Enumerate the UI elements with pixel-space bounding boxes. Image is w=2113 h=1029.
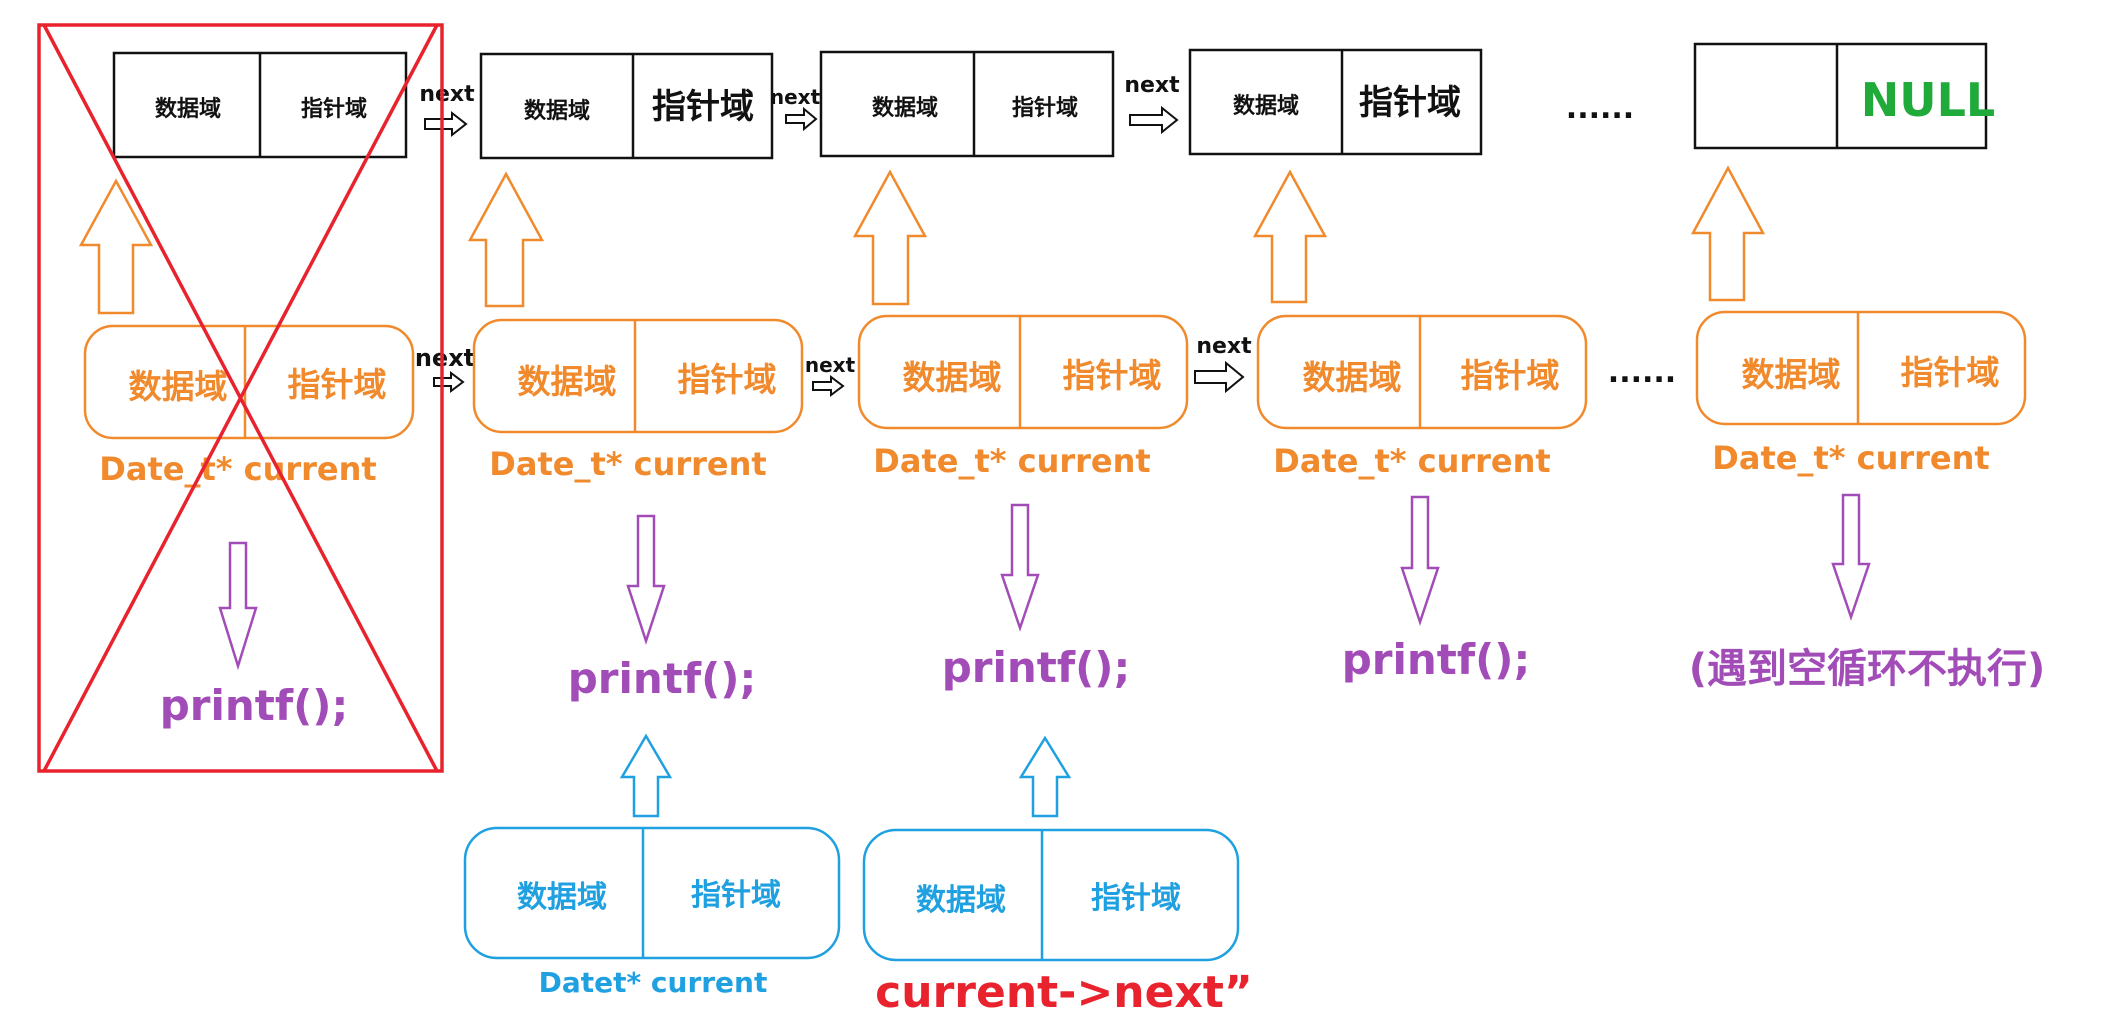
pointer-field-label: 指针域 xyxy=(678,360,777,399)
blue-up-arrows xyxy=(619,733,1072,818)
pointer-field-label: 指针域 xyxy=(1359,83,1461,123)
top-next-arrow-1: next xyxy=(419,82,475,138)
current-node-3: 数据域 指针域 xyxy=(857,314,1189,430)
hollow-up-arrow-icon xyxy=(1018,735,1072,818)
next-label: next xyxy=(770,85,821,109)
current-next-label: current->next” xyxy=(875,967,1253,1018)
data-field-label: 数据域 xyxy=(1303,358,1402,397)
hollow-down-arrow-icon xyxy=(626,514,666,646)
top-node-null: NULL xyxy=(1693,42,1995,150)
top-node-4: 数据域 指针域 xyxy=(1188,48,1483,156)
hollow-up-arrow-icon xyxy=(619,733,673,818)
current-var-label: Date_t* current xyxy=(99,450,376,488)
pointer-field-label: 指针域 xyxy=(1012,95,1078,121)
next-label: next xyxy=(415,344,475,372)
pointer-field-label: 指针域 xyxy=(652,87,754,127)
orange-up-arrows xyxy=(78,165,1766,315)
data-field-label: 数据域 xyxy=(1742,355,1841,394)
next-label: next xyxy=(1124,73,1180,98)
next-label: next xyxy=(1196,334,1252,359)
current-node-1: 数据域 指针域 xyxy=(83,324,415,440)
data-field-label: 数据域 xyxy=(903,358,1002,397)
next-label: next xyxy=(419,82,475,107)
top-next-arrow-3: next xyxy=(1124,73,1180,135)
current-node-4: 数据域 指针域 xyxy=(1256,314,1588,430)
blue-node-2: 数据域 指针域 xyxy=(862,828,1240,962)
top-node-2: 数据域 指针域 xyxy=(479,52,774,160)
data-field-label: 数据域 xyxy=(1233,93,1299,119)
printf-label: printf(); xyxy=(568,654,757,703)
pointer-field-label: 指针域 xyxy=(691,878,781,913)
pointer-field-label: 指针域 xyxy=(301,96,367,122)
pointer-field-label: 指针域 xyxy=(1091,881,1181,916)
blue-node-1: 数据域 指针域 xyxy=(463,826,841,960)
hollow-right-arrow-icon xyxy=(812,375,845,397)
hollow-down-arrow-icon xyxy=(1000,503,1040,632)
hollow-right-arrow-icon xyxy=(785,106,818,132)
hollow-right-arrow-icon xyxy=(1194,360,1245,394)
data-field-label: 数据域 xyxy=(524,98,590,124)
crossed-out-first-node xyxy=(37,23,444,773)
data-field-label: 数据域 xyxy=(872,95,938,121)
printf-label: printf(); xyxy=(160,681,349,730)
printf-label: printf(); xyxy=(942,643,1131,692)
hollow-up-arrow-icon xyxy=(1690,165,1766,302)
printf-label: printf(); xyxy=(1342,635,1531,684)
pointer-field-label: 指针域 xyxy=(1063,356,1162,395)
current-node-2: 数据域 指针域 xyxy=(472,318,804,434)
top-node-1: 数据域 指针域 xyxy=(112,51,408,159)
mid-next-arrow-1: next xyxy=(415,344,475,393)
mid-next-arrow-2: next xyxy=(805,353,856,397)
next-label: next xyxy=(805,353,856,377)
mid-next-arrow-3: next xyxy=(1194,334,1252,394)
top-next-arrow-2: next xyxy=(770,85,821,132)
current-var-label: Date_t* current xyxy=(1273,442,1550,480)
hollow-down-arrow-icon xyxy=(1831,493,1871,621)
red-cross-line-2 xyxy=(42,24,439,772)
purple-down-arrows xyxy=(218,493,1871,671)
hollow-up-arrow-icon xyxy=(1252,169,1328,304)
data-field-label: 数据域 xyxy=(517,880,607,915)
data-field-label: 数据域 xyxy=(916,883,1006,918)
hollow-down-arrow-icon xyxy=(218,541,258,671)
top-node-3: 数据域 指针域 xyxy=(819,50,1115,158)
blue-current-var-label: Datet* current xyxy=(539,966,768,999)
hollow-right-arrow-icon xyxy=(424,110,468,138)
hollow-right-arrow-icon xyxy=(433,371,465,393)
null-label: NULL xyxy=(1861,73,1995,127)
data-field-label: 数据域 xyxy=(129,367,228,406)
pointer-field-label: 指针域 xyxy=(288,365,387,404)
hollow-up-arrow-icon xyxy=(852,169,928,306)
hollow-right-arrow-icon xyxy=(1129,105,1179,135)
top-ellipsis: ...... xyxy=(1566,91,1634,126)
mid-ellipsis: ...... xyxy=(1608,355,1676,390)
red-box xyxy=(37,23,444,773)
data-field-label: 数据域 xyxy=(155,96,221,122)
data-field-label: 数据域 xyxy=(518,362,617,401)
hollow-up-arrow-icon xyxy=(467,171,545,308)
current-var-label: Date_t* current xyxy=(489,445,766,483)
current-var-label: Date_t* current xyxy=(1712,439,1989,477)
skip-note-label: (遇到空循环不执行) xyxy=(1689,646,2046,692)
current-node-5: 数据域 指针域 xyxy=(1695,310,2027,426)
pointer-field-label: 指针域 xyxy=(1901,353,2000,392)
hollow-down-arrow-icon xyxy=(1400,495,1440,626)
current-var-label: Date_t* current xyxy=(873,442,1150,480)
pointer-field-label: 指针域 xyxy=(1461,356,1560,395)
hollow-up-arrow-icon xyxy=(78,178,154,315)
